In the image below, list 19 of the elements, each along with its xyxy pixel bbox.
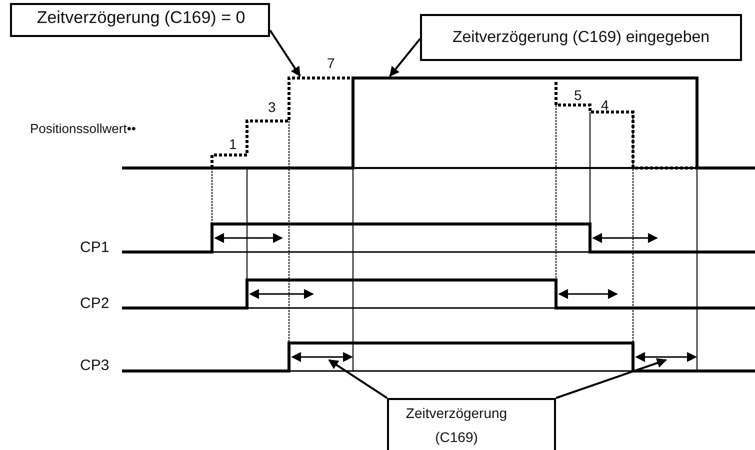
signal-label: CP2 [80,296,110,311]
step-number: 1 [229,137,237,151]
step-number: 5 [574,88,582,102]
step-number: 4 [601,98,609,112]
signal-label: CP1 [80,240,110,255]
callout-text: Zeitverzögerung (C169) [404,404,508,447]
callout-box [420,14,742,61]
callout-box [10,3,270,37]
leader-line [556,358,667,399]
step-number: 7 [327,56,335,70]
callout-text: Zeitverzögerung (C169) = 0 [36,7,246,29]
leader-line [328,359,388,399]
callout-box [387,398,556,450]
leader-line [269,30,301,77]
leader-line [389,38,421,77]
step-number: 3 [268,100,276,114]
signal-label: CP3 [80,358,110,373]
signal-label: Positionssollwert•• [30,122,136,135]
callout-text: Zeitverzögerung (C169) eingegeben [452,28,710,48]
